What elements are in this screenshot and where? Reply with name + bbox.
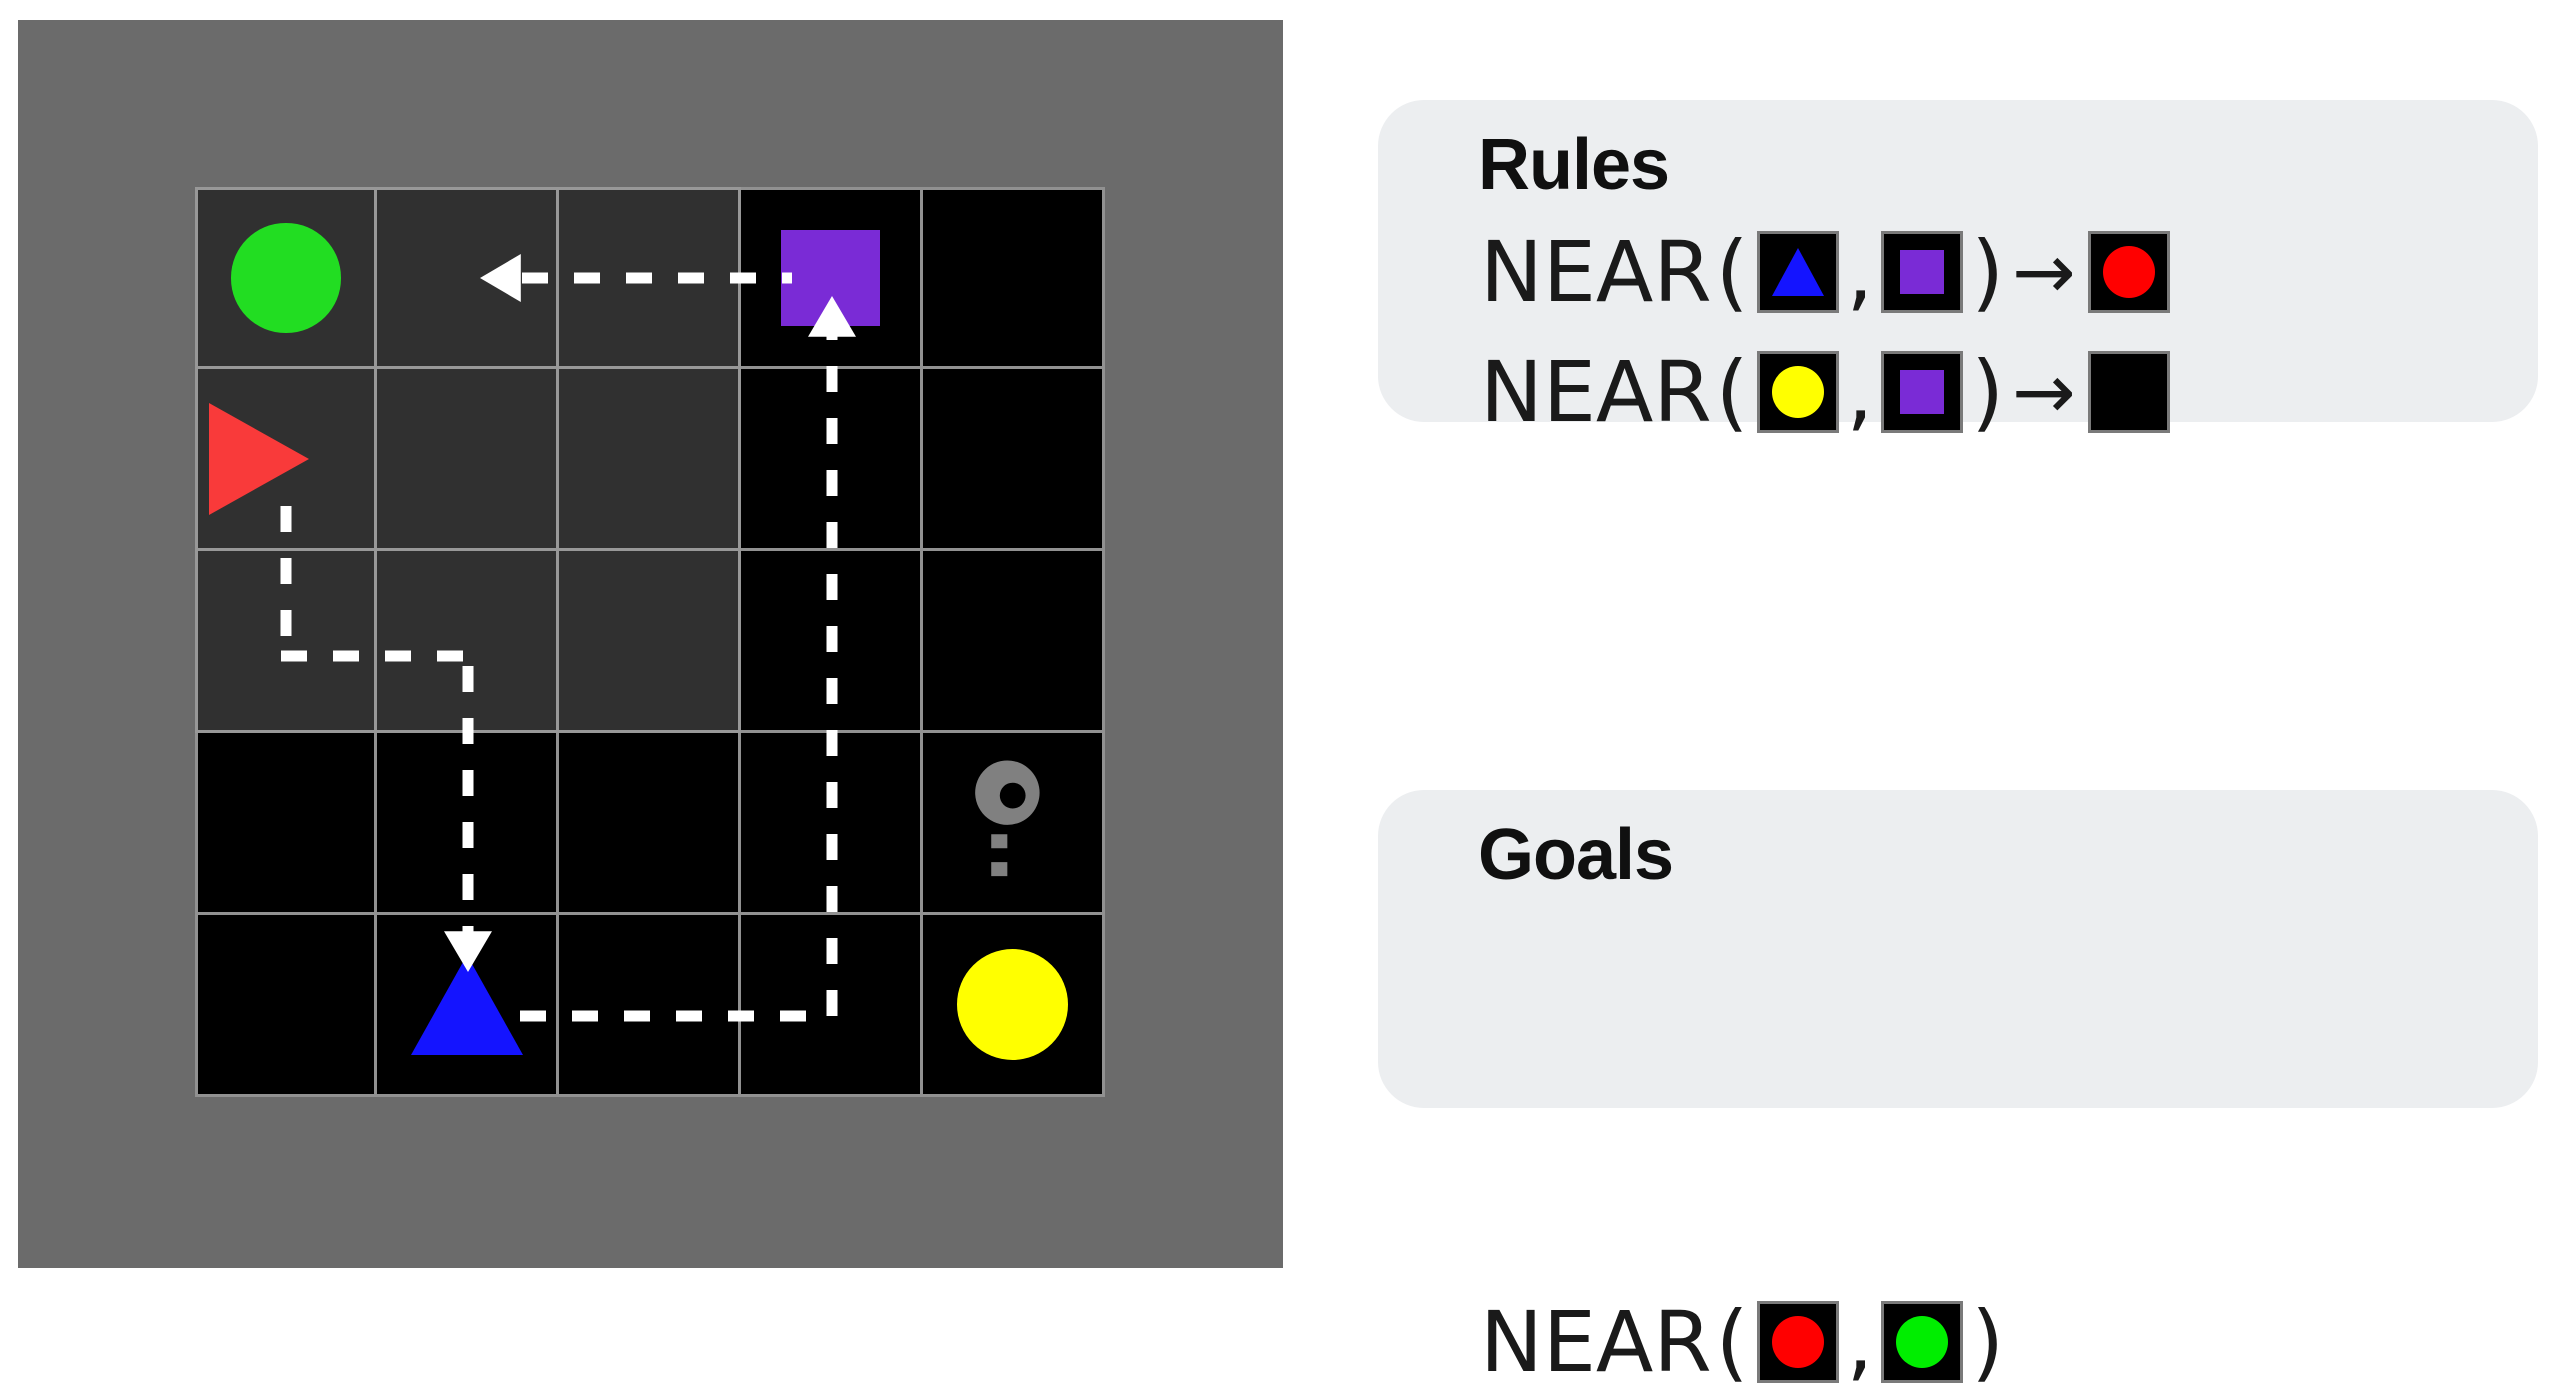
grid-cell[interactable] xyxy=(559,369,741,551)
grid-cell[interactable] xyxy=(195,551,377,733)
arrow-icon: → xyxy=(2012,347,2076,436)
grid-cell[interactable] xyxy=(741,551,923,733)
gridworld-panel xyxy=(18,20,1283,1268)
tile-blue-triangle xyxy=(1756,231,1839,313)
grid-cell[interactable] xyxy=(741,187,923,369)
rules-title: Rules xyxy=(1478,125,1670,205)
tile-purple-square xyxy=(1881,231,1964,313)
comma: , xyxy=(1846,1293,1874,1391)
object-blue-triangle xyxy=(410,954,523,1055)
rule-row: NEAR(,)→ xyxy=(1478,350,2176,434)
grid-cell[interactable] xyxy=(923,733,1105,915)
square-icon xyxy=(1900,370,1945,414)
grid-cell[interactable] xyxy=(559,187,741,369)
rule-row: NEAR(,)→ xyxy=(1478,230,2176,314)
goals-card: Goals NEAR(,) xyxy=(1378,790,2538,1384)
open-paren: ( xyxy=(1715,223,1749,321)
predicate-label: NEAR xyxy=(1480,1293,1712,1391)
tile-purple-square xyxy=(1881,351,1964,433)
grid-cell[interactable] xyxy=(559,551,741,733)
open-paren: ( xyxy=(1715,1293,1749,1391)
open-paren: ( xyxy=(1715,343,1749,441)
predicate-label: NEAR xyxy=(1480,343,1712,441)
grid-cell[interactable] xyxy=(923,551,1105,733)
grid-cell[interactable] xyxy=(923,915,1105,1097)
circle-icon xyxy=(1771,1316,1824,1368)
comma: , xyxy=(1846,343,1874,441)
goals-title: Goals xyxy=(1478,815,1674,895)
grid-cell[interactable] xyxy=(377,187,559,369)
grid-cell[interactable] xyxy=(195,733,377,915)
predicate-label: NEAR xyxy=(1480,223,1712,321)
circle-icon xyxy=(1771,366,1824,418)
grid-cell[interactable] xyxy=(195,187,377,369)
grid-cell[interactable] xyxy=(559,733,741,915)
grid-cell[interactable] xyxy=(923,187,1105,369)
object-green-circle xyxy=(231,223,341,333)
close-paren: ) xyxy=(1971,1293,2005,1391)
tile-empty-tile xyxy=(2087,351,2170,433)
triangle-icon xyxy=(1771,248,1824,296)
grid-cell[interactable] xyxy=(195,369,377,551)
gridworld-grid[interactable] xyxy=(195,187,1105,1097)
square-icon xyxy=(1900,250,1945,294)
grid-cell[interactable] xyxy=(559,915,741,1097)
tile-green-circle xyxy=(1881,1301,1964,1383)
close-paren: ) xyxy=(1971,343,2005,441)
grid-cell[interactable] xyxy=(923,369,1105,551)
grid-cell[interactable] xyxy=(377,369,559,551)
object-agent xyxy=(208,402,309,515)
close-paren: ) xyxy=(1971,223,2005,321)
object-yellow-circle xyxy=(957,949,1068,1060)
object-key xyxy=(974,760,1040,877)
grid-cell[interactable] xyxy=(741,369,923,551)
circle-icon xyxy=(1896,1316,1949,1368)
tile-red-circle xyxy=(2087,231,2170,313)
circle-icon xyxy=(2102,246,2155,298)
goal-row: NEAR(,) xyxy=(1478,1300,2006,1384)
arrow-icon: → xyxy=(2012,227,2076,316)
grid-cell[interactable] xyxy=(741,915,923,1097)
grid-cell[interactable] xyxy=(195,915,377,1097)
comma: , xyxy=(1846,223,1874,321)
tile-red-circle xyxy=(1756,1301,1839,1383)
grid-cell[interactable] xyxy=(741,733,923,915)
object-purple-square xyxy=(781,229,880,327)
rules-card: Rules NEAR(,)→ NEAR(,)→ xyxy=(1378,100,2538,434)
grid-cell[interactable] xyxy=(377,915,559,1097)
tile-yellow-circle xyxy=(1756,351,1839,433)
grid-cell[interactable] xyxy=(377,733,559,915)
grid-cell[interactable] xyxy=(377,551,559,733)
